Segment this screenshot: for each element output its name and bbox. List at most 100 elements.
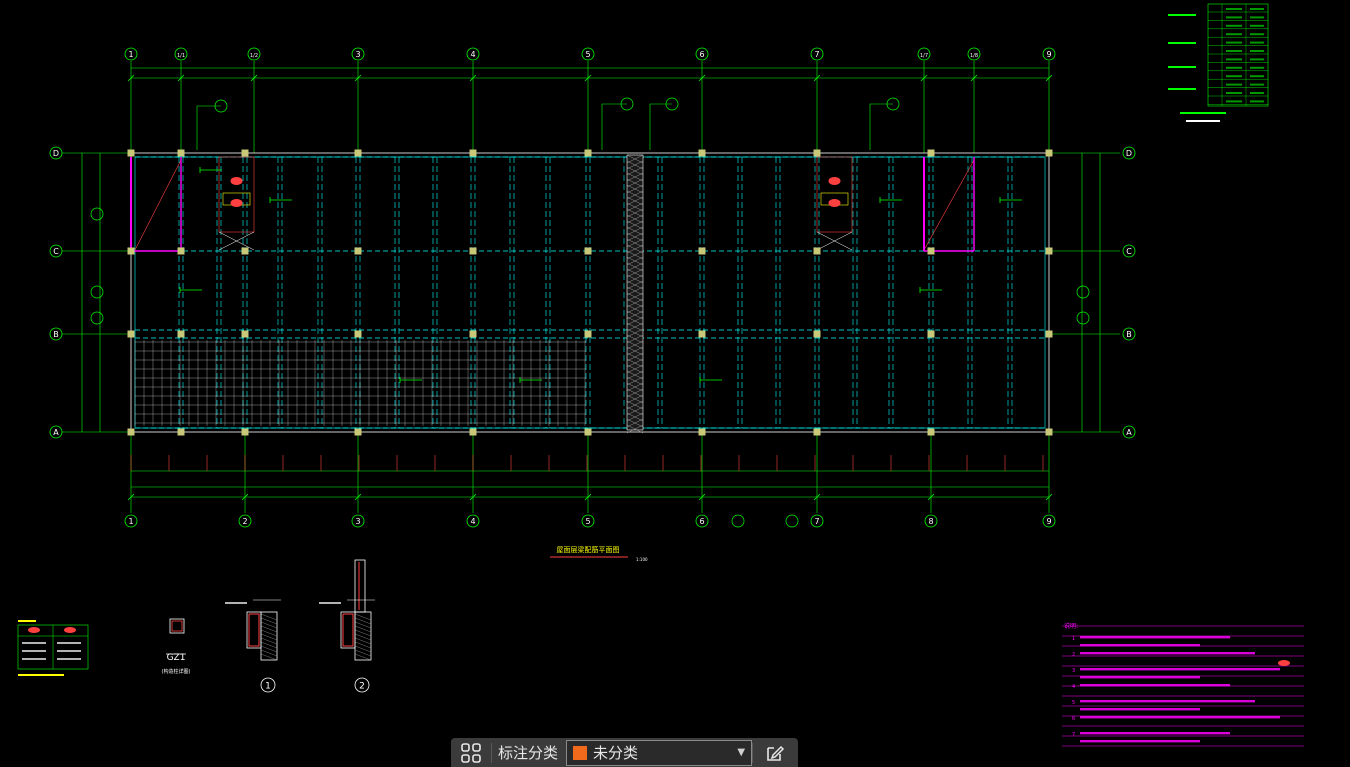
hatch-line bbox=[626, 310, 644, 320]
dimension-tick bbox=[698, 74, 706, 82]
hatch-line bbox=[626, 412, 644, 422]
legend-side-label bbox=[1168, 42, 1196, 44]
hatch-line bbox=[626, 346, 644, 356]
hatch-line bbox=[626, 160, 644, 170]
annotation-category-select[interactable]: 未分类 ▼ bbox=[566, 739, 753, 766]
hatch-line bbox=[626, 382, 644, 392]
rebar-tag bbox=[28, 627, 40, 633]
axis-bubble-label: A bbox=[1126, 428, 1132, 437]
column bbox=[241, 247, 249, 255]
axis-bubble-circle bbox=[1122, 244, 1136, 258]
axis-bubble-label: 4 bbox=[470, 517, 475, 526]
notes-text-line bbox=[1080, 708, 1200, 711]
column bbox=[127, 428, 135, 436]
leader-line bbox=[649, 103, 672, 150]
axis-bubble-label: 9 bbox=[1046, 517, 1051, 526]
axis-bubble-label: D bbox=[1126, 149, 1132, 158]
notes-number: 1 bbox=[1072, 636, 1075, 642]
hatch-line bbox=[626, 424, 644, 434]
hatch-line bbox=[626, 262, 644, 272]
small-legend-caption bbox=[18, 620, 36, 622]
axis-bubble-circle bbox=[581, 514, 595, 528]
column bbox=[177, 149, 185, 157]
column bbox=[1045, 149, 1053, 157]
axis-bubble-label: 1 bbox=[128, 50, 133, 59]
rebar-tag bbox=[230, 199, 243, 207]
hatch-line bbox=[626, 208, 644, 218]
legend-cell-text bbox=[1250, 75, 1264, 78]
axis-bubble: 1 bbox=[124, 47, 138, 61]
axis-bubble-circle bbox=[695, 47, 709, 61]
edit-icon[interactable] bbox=[753, 738, 797, 767]
hatch-line bbox=[626, 274, 644, 284]
legend-caption bbox=[1180, 112, 1226, 114]
column bbox=[584, 330, 592, 338]
column bbox=[241, 330, 249, 338]
hatch-line bbox=[626, 226, 644, 236]
axis-bubble: B bbox=[49, 327, 63, 341]
callout-circle bbox=[90, 207, 104, 221]
axis-bubble: 2 bbox=[238, 514, 252, 528]
detail-hatch bbox=[354, 617, 372, 625]
detail-hatch bbox=[354, 633, 372, 641]
dimension-tick bbox=[354, 493, 362, 501]
column bbox=[354, 149, 362, 157]
axis-bubble-circle bbox=[1042, 514, 1056, 528]
detail-hatch bbox=[260, 625, 278, 633]
notes-text-line bbox=[1080, 716, 1280, 719]
axis-bubble-label: 9 bbox=[1046, 50, 1051, 59]
column bbox=[927, 428, 935, 436]
axis-bubble-circle bbox=[581, 47, 595, 61]
dimension-tick bbox=[1045, 74, 1053, 82]
grid-icon[interactable] bbox=[451, 738, 491, 767]
axis-bubble: A bbox=[1122, 425, 1136, 439]
shaft-room bbox=[218, 156, 255, 233]
notes-number: 2 bbox=[1072, 652, 1075, 658]
notes-text-line bbox=[1080, 676, 1200, 679]
plan-title: 屋面层梁配筋平面图 bbox=[557, 545, 620, 554]
callout-circle bbox=[90, 311, 104, 325]
legend-cell-text bbox=[1250, 92, 1264, 94]
axis-bubble-circle bbox=[124, 47, 138, 61]
detail-hatch bbox=[354, 645, 372, 653]
hatch-line bbox=[626, 334, 644, 344]
legend-side-label bbox=[1168, 14, 1196, 16]
dimension-tick bbox=[241, 493, 249, 501]
column bbox=[698, 149, 706, 157]
detail-hatch bbox=[260, 621, 278, 629]
dimension-tick bbox=[698, 493, 706, 501]
axis-bubble: C bbox=[1122, 244, 1136, 258]
hatch-line bbox=[626, 358, 644, 368]
axis-bubble: 8 bbox=[924, 514, 938, 528]
detail-number: 2 bbox=[359, 682, 365, 692]
dimension-tick bbox=[813, 493, 821, 501]
legend-caption bbox=[1186, 120, 1220, 122]
detail-hatch bbox=[260, 649, 278, 657]
notes-number: 4 bbox=[1072, 684, 1075, 690]
column bbox=[177, 247, 185, 255]
hatch-line bbox=[626, 184, 644, 194]
column bbox=[813, 428, 821, 436]
notes-text-line bbox=[1080, 644, 1200, 647]
dimension-tick bbox=[584, 493, 592, 501]
axis-bubble: 6 bbox=[695, 514, 709, 528]
annotation-category-label: 标注分类 bbox=[498, 744, 559, 762]
legend-cell-text bbox=[1250, 58, 1264, 61]
annotation-toolbar: 标注分类 未分类 ▼ bbox=[451, 738, 798, 767]
axis-bubble-label: 1 bbox=[128, 517, 133, 526]
notes-number: 3 bbox=[1072, 668, 1075, 674]
axis-bubble-circle bbox=[124, 514, 138, 528]
axis-bubble: 1/1 bbox=[174, 47, 188, 61]
detail-beam bbox=[246, 611, 262, 649]
hatch-line bbox=[626, 196, 644, 206]
notes-text-line bbox=[1080, 668, 1280, 671]
detail-hatch bbox=[354, 641, 372, 649]
hatch-line bbox=[626, 286, 644, 296]
axis-bubble-label: 6 bbox=[699, 50, 704, 59]
axis-bubble-label: 3 bbox=[355, 50, 360, 59]
detail-text bbox=[225, 602, 247, 604]
column-section bbox=[169, 618, 185, 634]
